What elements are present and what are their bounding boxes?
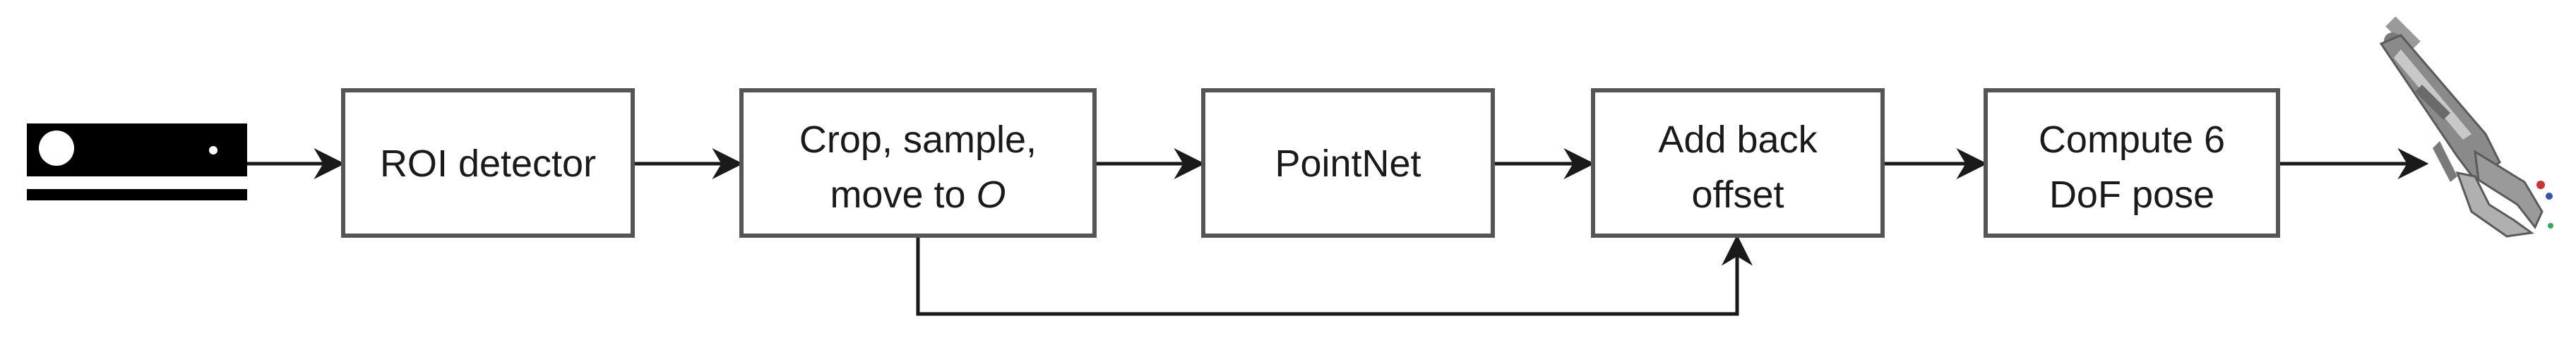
compute-pose-node: Compute 6 DoF pose [1984,88,2280,238]
add-back-offset-label-line1: Add back [1658,119,1818,161]
edge-crop-to-offset-bypass [916,234,1753,316]
crop-sample-label-line2: move to O [830,174,1006,216]
compute-pose-label-line1: Compute 6 [2039,119,2225,161]
robot-gripper-icon [2379,16,2553,238]
compute-pose-label-line2: DoF pose [2049,174,2214,216]
roi-detector-label: ROI detector [380,143,596,185]
add-back-offset-label-line2: offset [1691,174,1784,216]
roi-detector-node: ROI detector [341,88,635,238]
pointnet-node: PointNet [1201,88,1495,238]
crop-sample-label-line1: Crop, sample, [799,119,1037,161]
pointnet-label: PointNet [1275,143,1421,185]
depth-camera-icon [27,123,247,200]
add-back-offset-node: Add back offset [1591,88,1885,238]
crop-sample-node: Crop, sample, move to O [739,88,1097,238]
